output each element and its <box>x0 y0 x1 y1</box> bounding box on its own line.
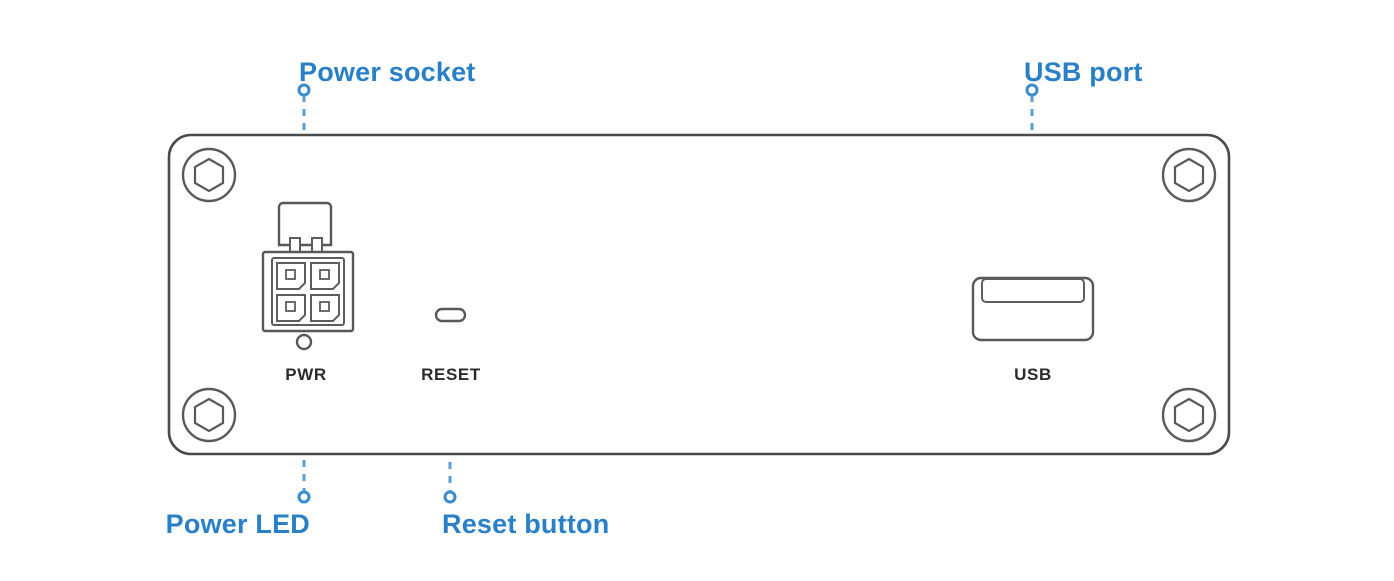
lead-marker-usb-port <box>1025 83 1039 97</box>
port-label-reset: RESET <box>421 365 481 384</box>
usb-connector <box>971 276 1095 342</box>
lead-marker-power-socket <box>297 83 311 97</box>
callout-label-power-led: Power LED <box>166 509 310 539</box>
callout-label-reset-button: Reset button <box>442 509 609 539</box>
screw-bottom-left <box>181 387 237 443</box>
reset-switch[interactable] <box>434 307 467 323</box>
screw-top-left <box>181 147 237 203</box>
callout-label-usb-port: USB port <box>1024 57 1143 87</box>
device-panel <box>167 133 1231 456</box>
lead-markers-group <box>297 83 1039 504</box>
screw-bottom-right <box>1161 387 1217 443</box>
power-led-indicator <box>295 333 313 351</box>
lead-marker-power-led <box>297 490 311 504</box>
callout-label-power-socket: Power socket <box>299 57 475 87</box>
screw-top-right <box>1161 147 1217 203</box>
port-label-usb: USB <box>1014 365 1052 384</box>
port-label-pwr: PWR <box>285 365 326 384</box>
power-connector <box>261 201 355 333</box>
lead-marker-reset-button <box>443 490 457 504</box>
